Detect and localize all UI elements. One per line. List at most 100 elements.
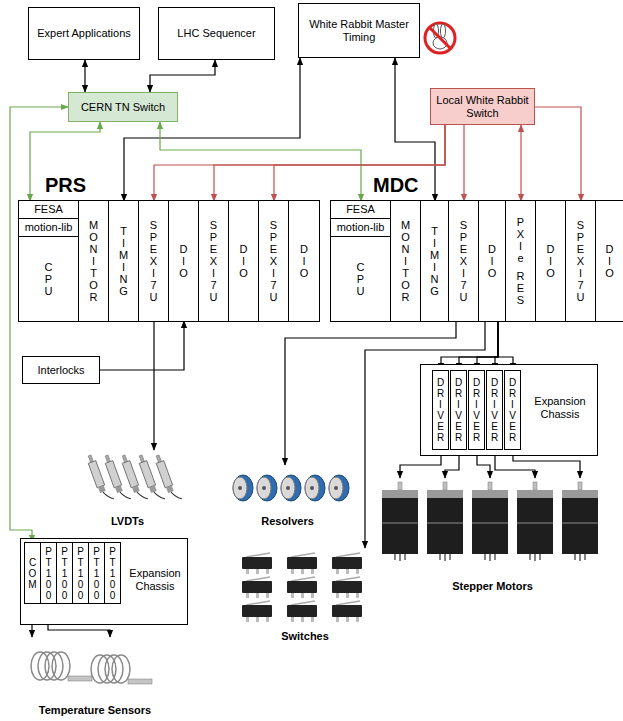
module-slot: MONITOR [79, 201, 109, 321]
letter: I [517, 240, 525, 252]
letter: O [179, 267, 188, 279]
connector [100, 321, 184, 370]
node-label: LHC Sequencer [177, 27, 255, 40]
switch-picture [332, 577, 362, 598]
letter: O [546, 267, 555, 279]
logo-ring [425, 23, 455, 53]
stepper-motor-group: Stepper Motors [380, 478, 605, 595]
letter: E [460, 243, 468, 255]
node-label: COM [28, 557, 36, 590]
connector [477, 321, 498, 370]
node-label: Temperature Sensors [20, 704, 170, 717]
node-label: PXIe RES [517, 216, 525, 306]
node-label: SPEXI7U [210, 219, 218, 303]
node-label: MONITOR [401, 219, 410, 303]
letter: P [93, 546, 100, 557]
letter: X [210, 255, 218, 267]
letter: S [517, 294, 525, 306]
motor-picture [562, 482, 598, 561]
crate: MDCCPUFESAmotion-libMONITORTIMINGSPEXI7U… [330, 200, 623, 322]
motor-picture [382, 482, 418, 561]
lvdt-pictures [86, 453, 182, 503]
module-slot: SPEXI7U [199, 201, 229, 321]
software-layer: motion-lib [331, 219, 390, 237]
connector [498, 321, 513, 370]
module-slot: DIO [289, 201, 319, 321]
letter: T [89, 267, 98, 279]
node-label: CPU [357, 261, 365, 297]
cpu-slot: CPU FESA motion-lib [331, 201, 391, 321]
switch-picture [287, 553, 317, 574]
cpu-slot: CPUFESAmotion-lib [19, 201, 79, 321]
letter: C [357, 261, 365, 273]
letter: G [119, 285, 128, 297]
letter: P [77, 546, 84, 557]
node-label: TIMING [430, 225, 439, 297]
switch-picture [332, 553, 362, 574]
letter: D [473, 377, 480, 388]
node-label: DRIVER [491, 377, 498, 443]
letter: O [89, 231, 98, 243]
letter: R [509, 432, 516, 443]
node-label: DRIVER [455, 377, 462, 443]
letter: R [473, 432, 480, 443]
module-slot: TIMING [421, 201, 449, 321]
node-label: PT100 [93, 546, 100, 601]
driver-module: DRIVER [432, 370, 449, 450]
pt100-module: PT100 [56, 542, 73, 604]
driver-module: DRIVER [468, 370, 485, 450]
node-label: Interlocks [37, 364, 84, 377]
letter: 0 [61, 579, 68, 590]
letter: I [605, 255, 614, 267]
app-box: LHC Sequencer [158, 7, 275, 60]
module-slot: SPEXI7U [259, 201, 289, 321]
letter: S [270, 219, 278, 231]
letter: R [509, 388, 516, 399]
letter: E [473, 421, 480, 432]
sensor-picture [91, 655, 152, 684]
letter: R [89, 291, 98, 303]
node-label: DRIVER [473, 377, 480, 443]
resolver-picture [329, 475, 349, 501]
letter: 7 [150, 279, 158, 291]
letter: U [460, 291, 468, 303]
letter: P [357, 273, 365, 285]
letter: O [239, 267, 248, 279]
letter: I [473, 399, 480, 410]
letter: V [455, 410, 462, 421]
letter: e [517, 252, 525, 264]
letter: 0 [61, 590, 68, 601]
letter: P [517, 216, 525, 228]
letter: I [546, 255, 555, 267]
resolver-pictures [233, 475, 349, 501]
letter: E [150, 243, 158, 255]
driver-module: DRIVER [486, 370, 503, 450]
letter: S [150, 219, 158, 231]
letter: X [460, 255, 468, 267]
letter: M [89, 219, 98, 231]
node-label: motion-lib [25, 221, 73, 234]
crate: PRSCPUFESAmotion-libMONITORTIMINGSPEXI7U… [18, 200, 320, 322]
letter: E [210, 243, 218, 255]
motor-picture [472, 482, 508, 561]
driver-module: DRIVER [504, 370, 521, 450]
letter: U [150, 291, 158, 303]
connector [160, 122, 361, 201]
letter: P [577, 231, 585, 243]
connector [10, 107, 68, 542]
network-switch: CERN TN Switch [68, 92, 178, 122]
letter: 0 [77, 579, 84, 590]
node-label: Switches [235, 630, 375, 643]
node-label: TIMING [119, 225, 128, 297]
letter: 7 [577, 279, 585, 291]
sensor-picture [31, 652, 92, 681]
letter: V [473, 410, 480, 421]
letter: I [577, 267, 585, 279]
letter: 7 [460, 279, 468, 291]
letter: I [119, 261, 128, 273]
node-label: FESA [346, 203, 375, 216]
node-label: Expansion Chassis [125, 567, 185, 593]
letter: D [491, 377, 498, 388]
letter: T [93, 557, 100, 568]
